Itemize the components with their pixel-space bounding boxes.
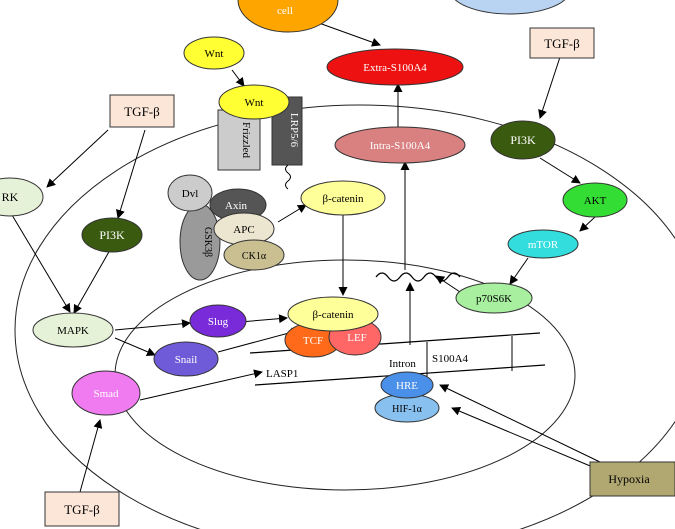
lrp-coil <box>285 164 291 190</box>
intron-label: Intron <box>389 358 416 370</box>
pi3k-right-node <box>490 120 556 160</box>
smad-node <box>71 370 141 416</box>
lef-label: LEF <box>347 332 367 344</box>
akt-label: AKT <box>584 195 607 207</box>
gsk3b-node <box>179 203 221 281</box>
snail-node <box>153 341 219 377</box>
axin-label: Axin <box>225 200 248 212</box>
gsk3b-label: GSK3β <box>202 227 213 257</box>
dvl-label: Dvl <box>182 188 199 200</box>
arrows <box>11 17 601 493</box>
tgfb-box-bottom <box>44 491 120 527</box>
wnt-node-top <box>183 36 245 70</box>
intra-s100a4-node <box>334 126 466 164</box>
p70s6k-label: p70S6K <box>476 293 512 305</box>
wnt-bound-label: Wnt <box>245 97 264 109</box>
pi3k-right-label: PI3K <box>510 133 536 147</box>
arrow-tgfb-to-pi3k-right <box>538 56 561 119</box>
erk-label: RK <box>2 190 19 204</box>
frizzled-label: Frizzled <box>240 122 252 159</box>
arrow-erk-to-mapk <box>11 214 71 313</box>
arrow-mapk-to-slug <box>114 319 191 331</box>
lrp56-label: LRP5/6 <box>288 113 300 148</box>
tgfb-box-top-right <box>529 27 595 59</box>
intra-s100a4-label: Intra-S100A4 <box>370 140 431 152</box>
arrow-apc-to-beta-cyto <box>277 204 307 223</box>
tgfb-bottom-label: TGF-β <box>64 502 100 517</box>
arrow-wnt-to-wnt-bound <box>231 69 245 87</box>
arrow-tgfb-to-erk <box>46 129 109 188</box>
arrow-slug-to-beta <box>239 314 288 324</box>
arrow-smad-to-lasp1 <box>139 369 263 401</box>
cell-label: cell <box>277 5 293 17</box>
apc-label: APC <box>233 224 254 236</box>
erk-node <box>0 177 44 217</box>
smad-label: Smad <box>93 388 119 400</box>
tcf-label: TCF <box>303 335 323 347</box>
arrow-hypoxia-to-hre <box>439 384 601 463</box>
arrow-pi3k-left-to-mapk <box>73 249 111 314</box>
ck1a-node <box>223 239 285 271</box>
cell-node <box>237 0 339 33</box>
wnt-top-label: Wnt <box>205 48 224 60</box>
tgfb-top-left-label: TGF-β <box>124 104 160 119</box>
beta-catenin-nuc-node <box>287 296 379 332</box>
arrow-akt-to-mtor <box>579 216 596 232</box>
arrow-tgfb-bottom-to-smad <box>79 419 103 493</box>
arrow-pi3k-to-akt <box>539 157 581 184</box>
frizzled-receptor <box>217 109 261 171</box>
pi3k-left-node <box>81 217 143 253</box>
arrow-mtor-to-p70s6k <box>509 257 529 285</box>
akt-node <box>562 182 628 218</box>
mapk-node <box>32 312 114 348</box>
slug-label: Slug <box>208 316 229 328</box>
tgfb-box-top-left <box>109 94 175 128</box>
beta-catenin-cyto-node <box>300 180 386 216</box>
extra-s100a4-label: Extra-S100A4 <box>363 62 427 74</box>
mtor-node <box>507 229 579 259</box>
cell-membrane <box>14 104 675 529</box>
pi3k-left-label: PI3K <box>99 228 125 242</box>
slug-node <box>189 304 247 338</box>
hre-node <box>380 371 434 399</box>
tgfb-top-right-label: TGF-β <box>544 36 580 51</box>
dvl-node <box>167 174 213 212</box>
snail-label: Snail <box>175 354 198 366</box>
extra-s100a4-node <box>326 48 464 86</box>
sky-ellipse-partial <box>454 0 566 15</box>
beta-catenin-cyto-label: β-catenin <box>322 193 364 205</box>
s100a4-gene-label: S100A4 <box>432 353 469 365</box>
wnt-node-bound <box>218 84 290 120</box>
arrow-hypoxia-to-hif <box>451 406 596 469</box>
p70s6k-node <box>455 282 533 314</box>
ck1a-label: CK1α <box>242 251 267 262</box>
mapk-label: MAPK <box>57 325 89 337</box>
mrna-wave <box>375 272 461 282</box>
mtor-label: mTOR <box>528 239 559 251</box>
hif1a-label: HIF-1α <box>392 404 422 415</box>
arrow-p70s6k-to-mrna <box>435 275 461 293</box>
hypoxia-label: Hypoxia <box>608 472 650 486</box>
hre-label: HRE <box>396 380 418 392</box>
beta-catenin-nuc-label: β-catenin <box>312 309 354 321</box>
hypoxia-box <box>589 461 675 497</box>
arrow-mapk-to-snail <box>114 337 156 357</box>
lasp1-label: LASP1 <box>266 368 298 380</box>
arrow-tgfb-to-pi3k-left <box>116 129 146 219</box>
